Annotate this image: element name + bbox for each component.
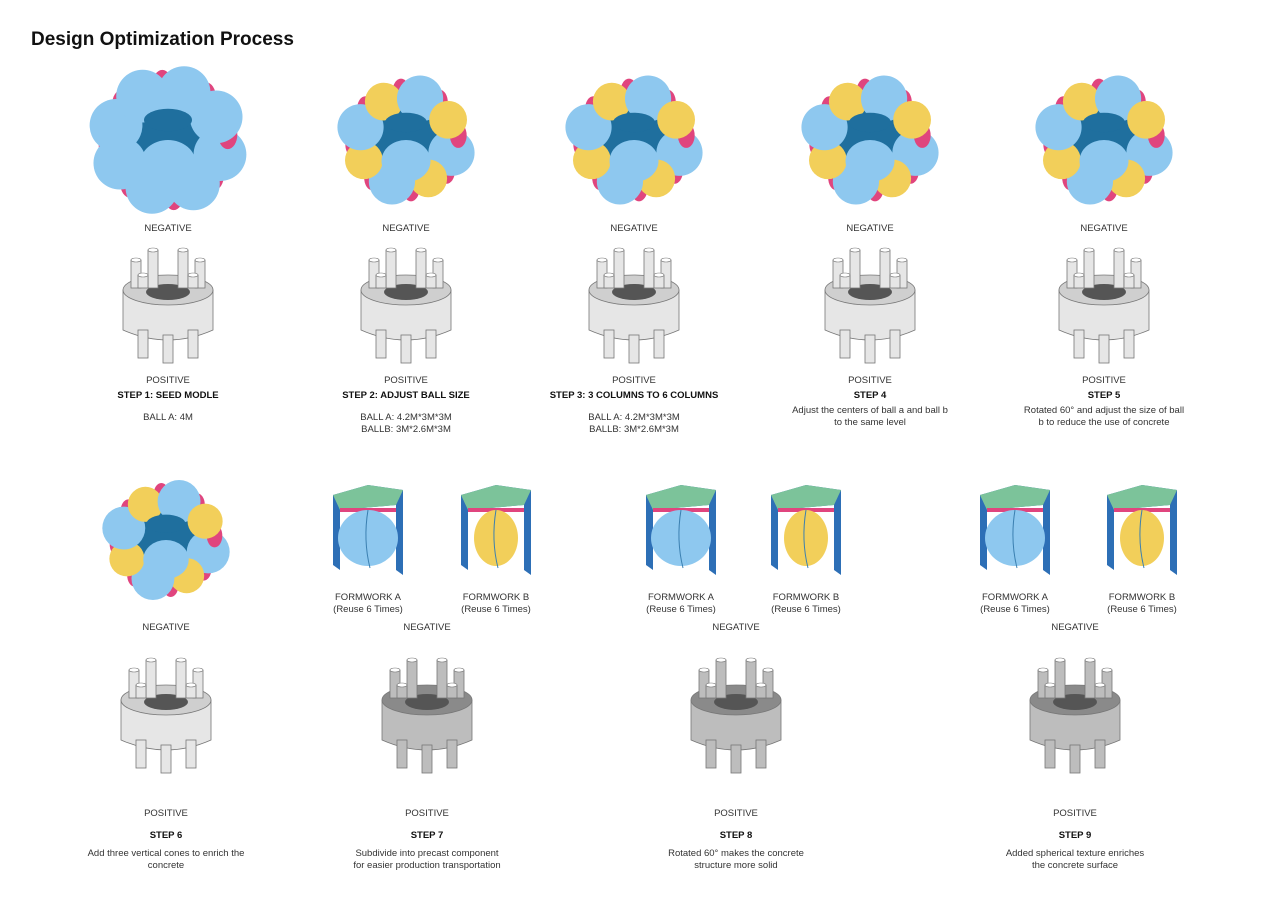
formwork-a-step-8 [646,485,716,575]
step-title: STEP 4 [853,390,887,401]
step-description: BALL A: 4.2M*3M*3M [360,412,452,423]
positive-model-step-1 [122,247,214,364]
formwork-b-step-8 [771,485,841,575]
step-description: the concrete surface [1031,860,1119,871]
negative-label: NEGATIVE [610,223,658,234]
formwork-b-reuse: (Reuse 6 Times) [461,604,531,615]
step-description: BALL A: 4M [143,412,193,423]
negative-model-step-3 [565,75,703,205]
positive-model-step-7 [381,657,473,774]
formwork-a-reuse: (Reuse 6 Times) [980,604,1050,615]
formwork-b-label: FORMWORK B [1108,592,1176,603]
step-description: BALLB: 3M*2.6M*3M [361,424,451,435]
formwork-b-step-7 [461,485,531,575]
step-description: Subdivide into precast component [355,848,499,859]
positive-model-step-6 [120,657,212,774]
negative-label: NEGATIVE [142,622,190,633]
formwork-a-step-9 [980,485,1050,575]
positive-model-step-4 [824,247,916,364]
step-description: Added spherical texture enriches [1005,848,1145,859]
positive-model-step-2 [360,247,452,364]
positive-label: POSITIVE [146,375,190,386]
negative-model-step-4 [801,75,939,205]
step-description: BALLB: 3M*2.6M*3M [589,424,679,435]
negative-model-step-5 [1035,75,1173,205]
step-description: BALL A: 4.2M*3M*3M [588,412,680,423]
negative-label: NEGATIVE [712,622,760,633]
step-description: to the same level [834,417,906,428]
formwork-a-step-7 [333,485,403,575]
step-description: Rotated 60° makes the concrete [668,848,804,859]
positive-model-step-5 [1058,247,1150,364]
positive-label: POSITIVE [405,808,449,819]
formwork-a-reuse: (Reuse 6 Times) [333,604,403,615]
positive-label: POSITIVE [612,375,656,386]
step-description: for easier production transportation [353,860,501,871]
formwork-a-label: FORMWORK A [335,592,401,603]
formwork-b-reuse: (Reuse 6 Times) [771,604,841,615]
formwork-b-step-9 [1107,485,1177,575]
negative-model-step-1 [89,66,247,214]
step-description: b to reduce the use of concrete [1038,417,1170,428]
step-title: STEP 9 [1058,830,1092,841]
positive-label: POSITIVE [714,808,758,819]
step-description: structure more solid [694,860,778,871]
negative-label: NEGATIVE [1080,223,1128,234]
page-title: Design Optimization Process [31,29,294,50]
step-title: STEP 3: 3 COLUMNS TO 6 COLUMNS [549,390,719,401]
positive-label: POSITIVE [384,375,428,386]
step-title: STEP 2: ADJUST BALL SIZE [342,390,470,401]
step-title: STEP 1: SEED MODLE [117,390,219,401]
step-title: STEP 7 [410,830,444,841]
positive-label: POSITIVE [144,808,188,819]
positive-label: POSITIVE [1082,375,1126,386]
formwork-b-reuse: (Reuse 6 Times) [1107,604,1177,615]
negative-label: NEGATIVE [403,622,451,633]
formwork-b-label: FORMWORK B [772,592,840,603]
formwork-a-label: FORMWORK A [648,592,714,603]
negative-label: NEGATIVE [382,223,430,234]
step-title: STEP 6 [149,830,183,841]
negative-model-step-6 [102,480,230,600]
step-description: concrete [147,860,185,871]
positive-model-step-8 [690,657,782,774]
step-description: Add three vertical cones to enrich the [87,848,245,859]
negative-model-step-2 [337,75,475,205]
positive-label: POSITIVE [848,375,892,386]
negative-label: NEGATIVE [846,223,894,234]
negative-label: NEGATIVE [1051,622,1099,633]
formwork-a-reuse: (Reuse 6 Times) [646,604,716,615]
formwork-a-label: FORMWORK A [982,592,1048,603]
positive-label: POSITIVE [1053,808,1097,819]
positive-model-step-9 [1029,657,1121,774]
formwork-b-label: FORMWORK B [462,592,530,603]
negative-label: NEGATIVE [144,223,192,234]
positive-model-step-3 [588,247,680,364]
step-description: Adjust the centers of ball a and ball b [792,405,948,416]
step-title: STEP 8 [719,830,753,841]
step-title: STEP 5 [1087,390,1121,401]
step-description: Rotated 60° and adjust the size of ball [1023,405,1185,416]
